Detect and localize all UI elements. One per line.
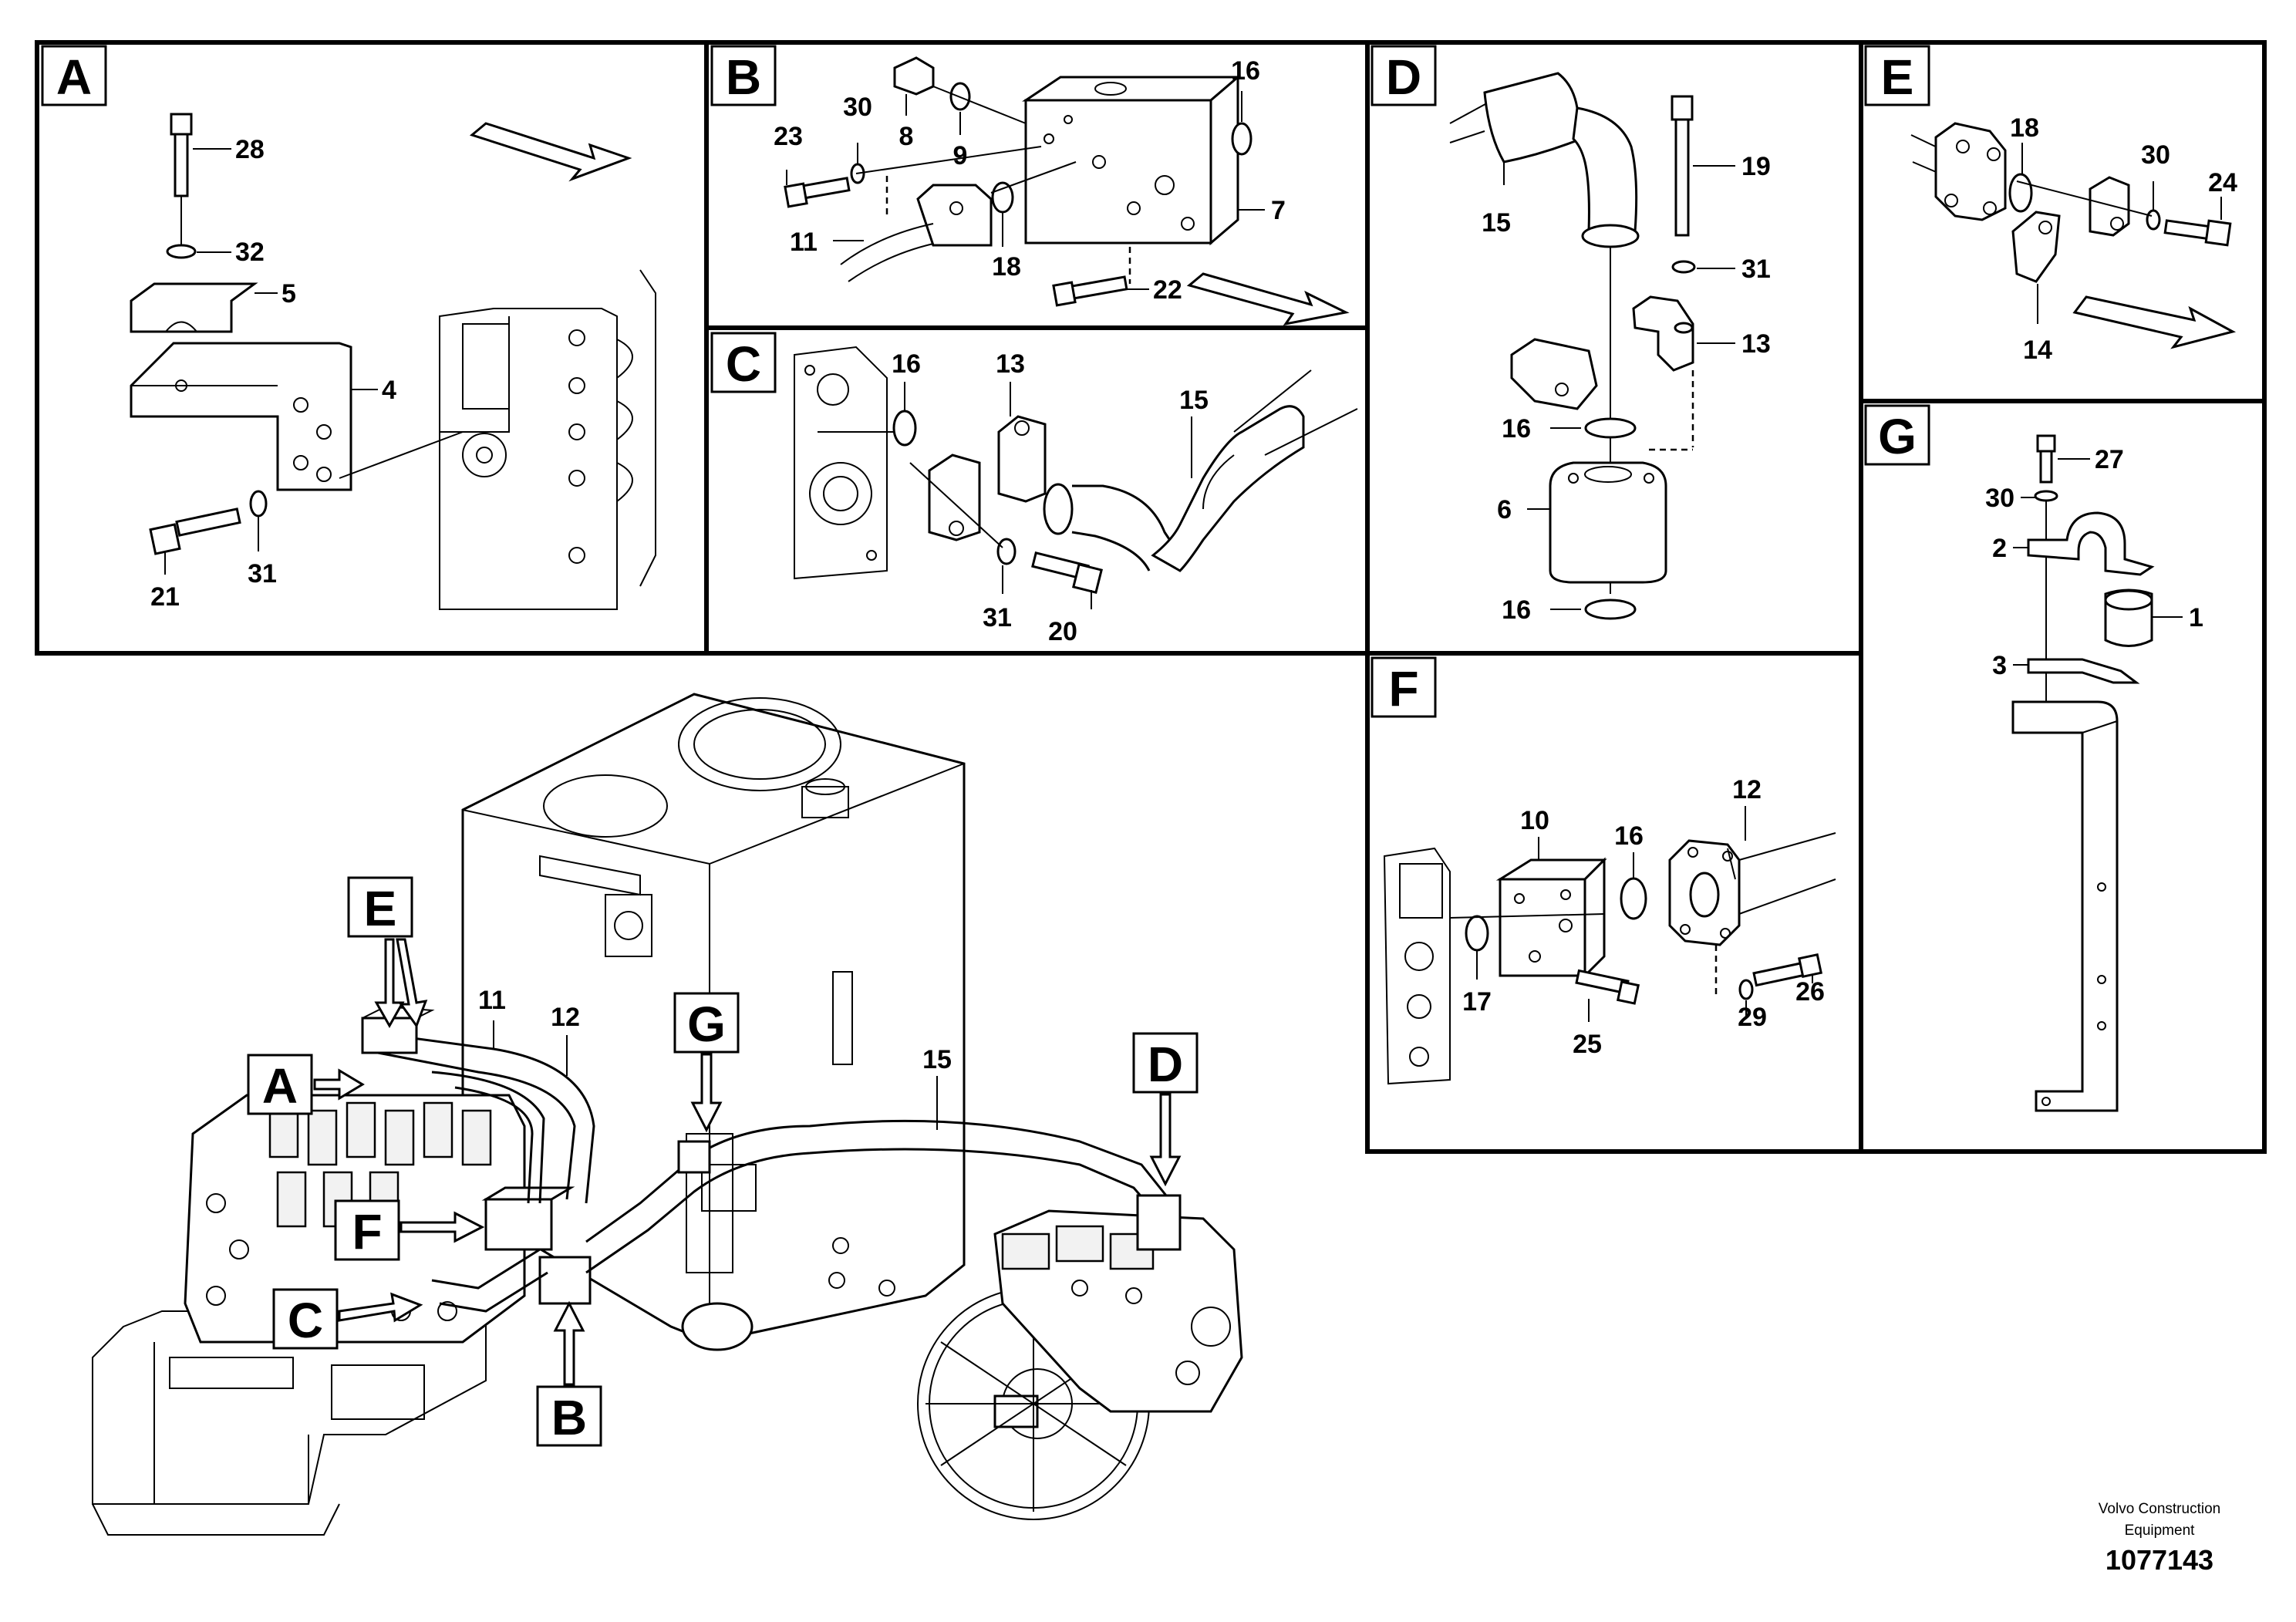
part-number: 16	[1614, 821, 1644, 851]
part-number: 31	[1741, 255, 1771, 284]
part-number: 16	[1231, 56, 1260, 86]
callout-f: F	[352, 1204, 382, 1259]
panel-f-labels: 12 10 16 17 25 29 26	[1462, 775, 1825, 1059]
part-number: 4	[382, 376, 396, 405]
part-number: 5	[282, 279, 296, 309]
panel-e-drawing	[1910, 122, 2237, 349]
panel-f-drawing	[1383, 806, 1836, 1085]
part-number: 29	[1738, 1003, 1767, 1032]
panel-f-letter: F	[1388, 661, 1418, 717]
part-number: 15	[922, 1045, 952, 1074]
part-number: 31	[248, 559, 277, 588]
part-number: 13	[996, 349, 1025, 379]
part-number: 30	[2141, 140, 2170, 170]
part-number: 24	[2208, 168, 2237, 197]
callout-c: C	[288, 1293, 323, 1348]
part-number: 30	[843, 93, 872, 122]
part-number: 6	[1497, 495, 1512, 524]
part-number: 15	[1179, 386, 1209, 415]
part-number: 11	[478, 986, 506, 1015]
part-number: 14	[2023, 336, 2052, 365]
part-number: 27	[2095, 445, 2124, 474]
part-number: 7	[1271, 196, 1286, 225]
part-number: 9	[953, 141, 968, 170]
panel-d-labels: 15 19 31 13 16 6 16	[1482, 152, 1771, 625]
part-number: 28	[235, 135, 265, 164]
part-number: 3	[1992, 651, 2007, 680]
part-number: 8	[899, 122, 914, 151]
overview-labels: 11 12 15	[478, 986, 952, 1074]
part-number: 30	[1985, 484, 2014, 513]
part-number: 10	[1520, 806, 1549, 835]
panel-a-letter: A	[56, 49, 92, 105]
panel-c-labels: 16 13 15 31 20	[892, 349, 1209, 646]
part-number: 26	[1795, 977, 1825, 1007]
callout-b: B	[551, 1390, 587, 1445]
part-number: 17	[1462, 987, 1492, 1017]
panel-frames	[35, 40, 2267, 1154]
part-number: 12	[551, 1003, 580, 1032]
panel-g-labels: 27 30 2 1 3	[1985, 445, 2203, 680]
credit-line-2: Equipment	[2125, 1523, 2196, 1539]
panel-c-drawing	[794, 346, 1358, 609]
part-number: 16	[1502, 595, 1531, 625]
part-number: 31	[983, 603, 1012, 632]
part-number: 18	[2010, 113, 2039, 143]
part-number: 12	[1732, 775, 1762, 804]
part-number: 19	[1741, 152, 1771, 181]
panel-letter-boxes: A B C D E F G	[41, 45, 1930, 718]
part-number: 11	[790, 228, 818, 257]
panel-b-drawing	[784, 56, 1350, 326]
part-number: 13	[1741, 329, 1771, 359]
part-number: 32	[235, 238, 265, 267]
part-number: 16	[892, 349, 921, 379]
panel-b-letter: B	[726, 49, 761, 105]
part-number: 21	[150, 582, 180, 612]
part-number: 20	[1048, 617, 1077, 646]
credit-line-1: Volvo Construction	[2099, 1501, 2220, 1517]
panel-e-labels: 18 30 24 14	[2010, 113, 2237, 365]
part-number: 15	[1482, 208, 1511, 238]
panel-e-letter: E	[1881, 49, 1914, 105]
callout-a: A	[262, 1058, 298, 1114]
panel-b-labels: 30 8 23 9 16 7 11 18 22	[774, 56, 1286, 305]
panel-c-letter: C	[726, 336, 761, 392]
panel-g-drawing	[2011, 434, 2183, 1112]
part-number: 2	[1992, 534, 2007, 563]
overview-callouts: E A F C B G D	[247, 876, 1199, 1447]
document-number: 1077143	[2106, 1544, 2213, 1576]
callout-e: E	[364, 881, 397, 936]
panel-a-drawing	[130, 113, 656, 610]
panel-a-labels: 28 32 5 4 21 31	[150, 135, 396, 612]
part-number: 18	[992, 252, 1021, 282]
footer: Volvo Construction Equipment 1077143	[2099, 1501, 2220, 1576]
callout-g: G	[687, 996, 726, 1052]
part-number: 16	[1502, 414, 1531, 443]
callout-d: D	[1148, 1037, 1183, 1092]
part-number: 22	[1153, 275, 1182, 305]
panel-g-letter: G	[1878, 409, 1917, 464]
panel-d-letter: D	[1386, 49, 1421, 105]
panel-d-drawing	[1449, 72, 1735, 620]
part-number: 1	[2189, 603, 2203, 632]
part-number: 23	[774, 122, 803, 151]
part-number: 25	[1573, 1030, 1602, 1059]
